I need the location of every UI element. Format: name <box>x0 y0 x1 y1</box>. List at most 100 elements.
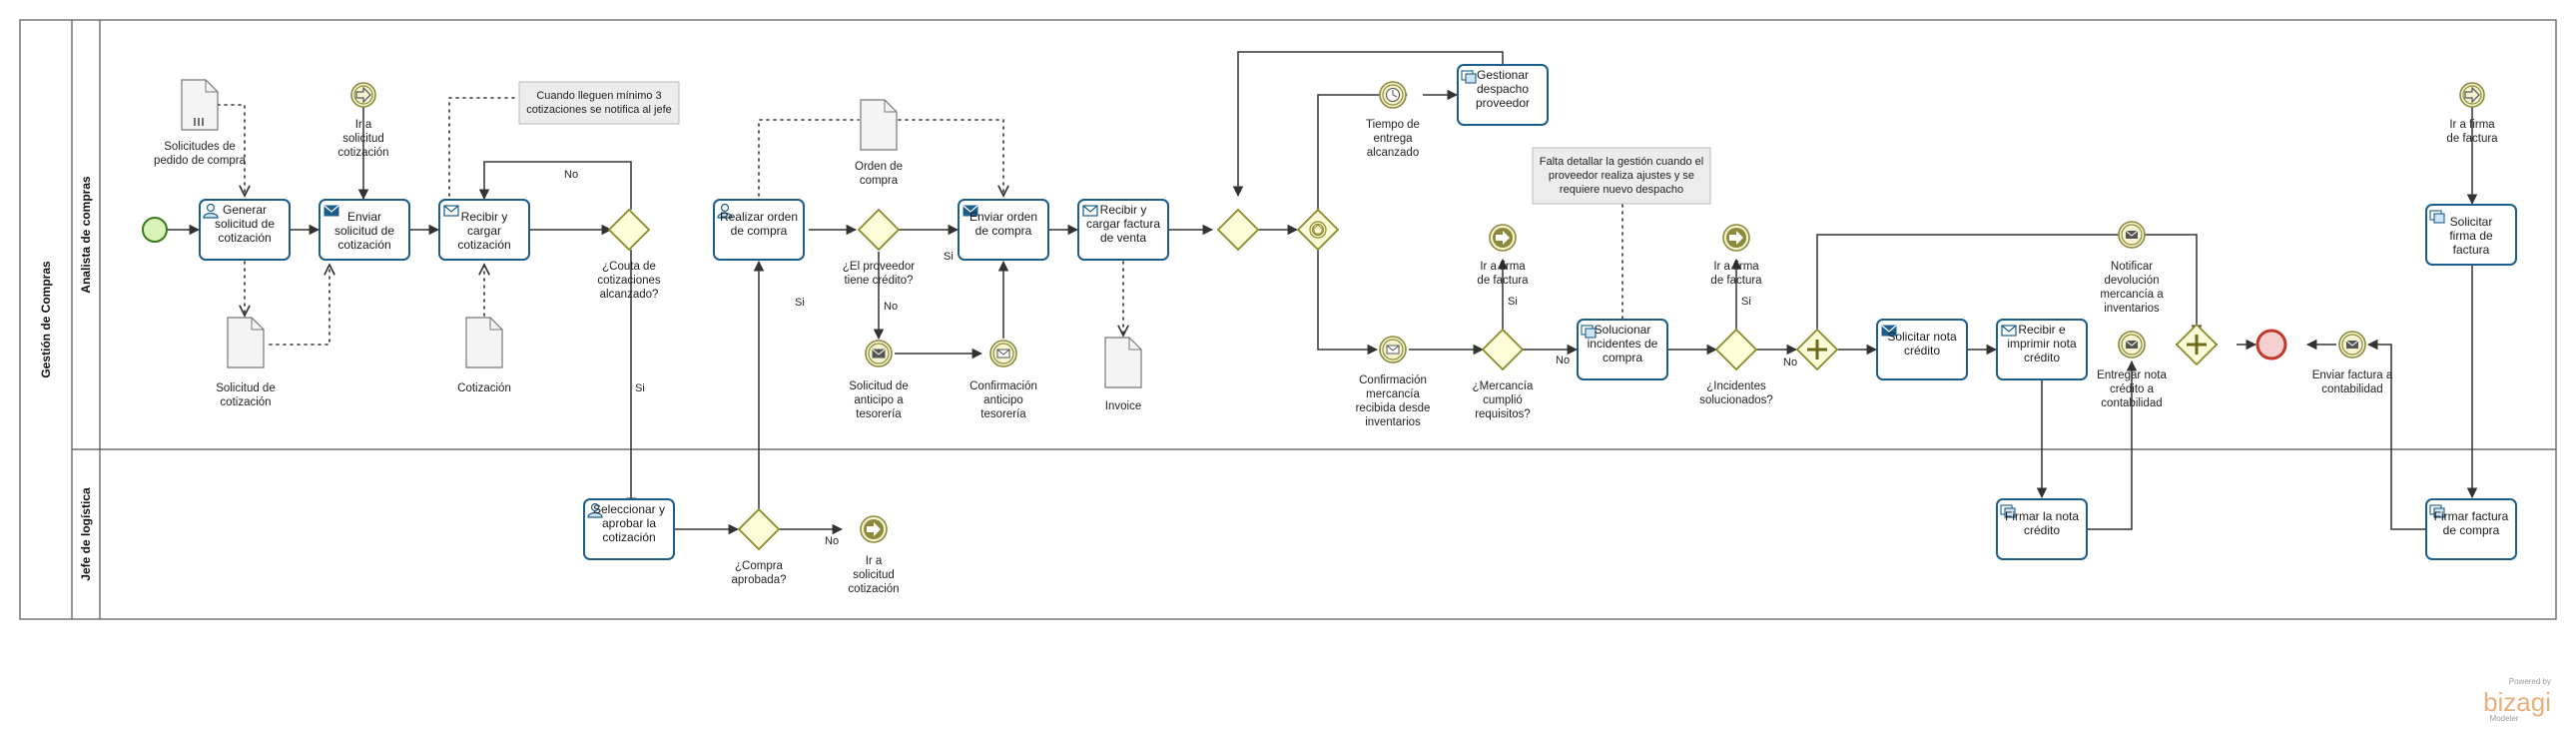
flow-label-no-4: No <box>1783 357 1797 368</box>
task-firmar-nota[interactable] <box>1996 498 2088 560</box>
pool: Gestión de Compras Analista de compras J… <box>19 19 2557 620</box>
gateway-credito[interactable] <box>857 208 901 252</box>
flow-label-si-2: Si <box>795 297 805 309</box>
pool-title: Gestión de Compras <box>39 261 53 378</box>
doc-solicitudes-pedido <box>181 79 219 131</box>
gateway-aprobada[interactable] <box>737 507 781 551</box>
flow-label-no-5: No <box>825 535 839 547</box>
task-enviar-solicitud[interactable] <box>319 199 410 261</box>
gateway-parallel-2[interactable] <box>2175 323 2219 366</box>
sequence-flows <box>167 51 2478 535</box>
gateway-incidentes[interactable] <box>1714 328 1758 371</box>
task-gestionar-despacho[interactable] <box>1457 64 1549 126</box>
svg-text:Powered by: Powered by <box>2509 677 2551 686</box>
message-event-entregar-nota[interactable] <box>2118 331 2146 359</box>
task-seleccionar-aprobar[interactable] <box>583 498 675 560</box>
message-event-confirmacion-mercancia[interactable] <box>1379 336 1407 364</box>
gateway-event-based[interactable] <box>1296 208 1340 252</box>
gateway-cumplio[interactable] <box>1481 328 1525 371</box>
svg-text:Falta detallar la gestión cuan: Falta detallar la gestión cuando elprove… <box>1540 156 1704 196</box>
lane-title-jefe: Jefe de logística <box>79 487 93 581</box>
doc-solicitud-cotizacion <box>227 317 265 368</box>
message-event-enviar-factura[interactable] <box>2338 331 2366 359</box>
doc-invoice-label: Invoice <box>1105 400 1141 412</box>
svg-text:bizagi: bizagi <box>2483 687 2551 717</box>
message-event-solicitud-anticipo[interactable] <box>865 340 893 367</box>
link-event-ir-firma-2[interactable] <box>1722 224 1750 252</box>
svg-text:Modeler: Modeler <box>2490 714 2519 723</box>
doc-orden-compra <box>860 99 898 151</box>
lane-title-analista: Analista de compras <box>79 176 93 294</box>
task-solucionar-incidentes[interactable] <box>1577 319 1668 380</box>
doc-cotizacion <box>465 317 503 368</box>
task-generar[interactable] <box>199 199 291 261</box>
flow-label-si-3: Si <box>944 251 954 263</box>
flow-label-no-2: No <box>884 301 898 313</box>
task-recibir-imprimir[interactable] <box>1996 319 2088 380</box>
task-firmar-factura[interactable] <box>2425 498 2517 560</box>
flow-label-si-1: Si <box>635 382 645 394</box>
task-enviar-orden[interactable] <box>958 199 1049 261</box>
associations <box>217 97 1623 346</box>
task-solicitar-firma[interactable] <box>2425 204 2517 266</box>
link-event-ir-firma-3[interactable] <box>2459 82 2485 108</box>
task-recibir-factura[interactable] <box>1077 199 1169 261</box>
end-event[interactable] <box>2255 329 2287 361</box>
flow-label-si-5: Si <box>1741 296 1751 308</box>
flow-label-no-3: No <box>1556 355 1570 366</box>
task-realizar-orden[interactable] <box>713 199 805 261</box>
start-event[interactable] <box>142 217 168 243</box>
message-event-notificar-devolucion[interactable] <box>2118 221 2146 249</box>
link-event-ir-solicitud-bottom[interactable] <box>860 515 888 543</box>
gateway-cuota[interactable] <box>607 208 651 252</box>
task-recibir-cotizacion[interactable] <box>438 199 530 261</box>
doc-cotizacion-label: Cotización <box>457 382 511 394</box>
bizagi-logo: Powered by bizagi Modeler <box>2483 677 2551 723</box>
doc-invoice <box>1104 337 1142 388</box>
task-solicitar-nota[interactable] <box>1876 319 1968 380</box>
message-event-confirmacion-anticipo[interactable] <box>989 340 1017 367</box>
timer-event-tiempo-entrega[interactable] <box>1379 81 1407 109</box>
link-event-ir-solicitud-top[interactable] <box>350 82 376 108</box>
link-event-ir-firma-1[interactable] <box>1489 224 1517 252</box>
flow-label-no-1: No <box>564 169 578 181</box>
gateway-parallel-1[interactable] <box>1795 328 1839 371</box>
gateway-exclusive-1[interactable] <box>1216 208 1260 252</box>
